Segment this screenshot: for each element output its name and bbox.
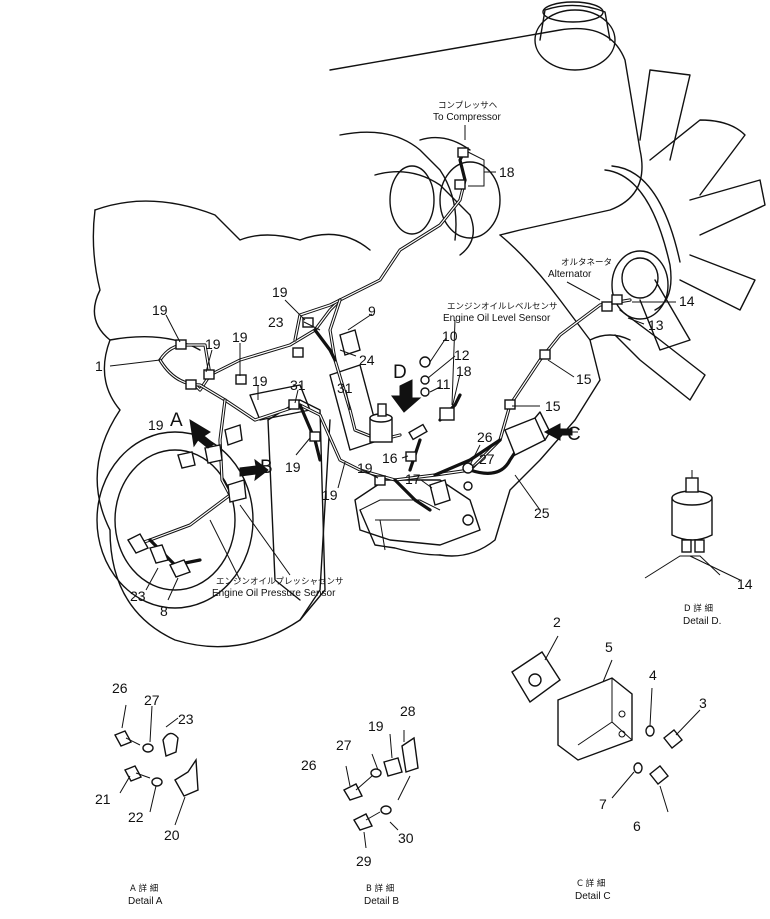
callout-26: 26 bbox=[477, 429, 493, 445]
callout-19: 19 bbox=[322, 487, 338, 503]
callout-14: 14 bbox=[679, 293, 695, 309]
detail-b-title-jp: B 詳 細 bbox=[366, 883, 394, 894]
detail-c-drawing bbox=[511, 635, 701, 813]
callout-17: 17 bbox=[405, 471, 421, 487]
callout-15: 15 bbox=[545, 398, 561, 414]
leader-lines bbox=[109, 125, 676, 601]
level-sensor-label-jp: エンジンオイルレベルセンサ bbox=[447, 302, 558, 312]
callout-11: 11 bbox=[436, 376, 451, 392]
callout-6: 6 bbox=[633, 818, 641, 834]
callout-numbers: 1 19 19 19 19 19 31 19 23 19 9 24 31 19 … bbox=[95, 164, 753, 869]
callout-1: 1 bbox=[95, 358, 103, 374]
detail-b-title-en: Detail B bbox=[364, 896, 399, 907]
callout-19: 19 bbox=[232, 329, 248, 345]
callout-23: 23 bbox=[178, 711, 194, 727]
callout-26: 26 bbox=[301, 757, 317, 773]
components bbox=[127, 147, 623, 578]
callout-27: 27 bbox=[479, 451, 495, 467]
callout-21: 21 bbox=[95, 791, 111, 807]
alternator-label-jp: オルタネータ bbox=[561, 258, 612, 268]
detail-c-title-en: Detail C bbox=[575, 891, 611, 902]
callout-27: 27 bbox=[336, 737, 352, 753]
detail-a-title-jp: A 詳 細 bbox=[130, 883, 158, 894]
detail-d-title-en: Detail D. bbox=[683, 616, 721, 627]
callout-15: 15 bbox=[576, 371, 592, 387]
callout-19: 19 bbox=[205, 336, 221, 352]
pressure-sensor-label-jp: エンジンオイルプレッシャセンサ bbox=[216, 577, 344, 587]
callout-23: 23 bbox=[268, 314, 284, 330]
callout-4: 4 bbox=[649, 667, 657, 683]
callout-29: 29 bbox=[356, 853, 372, 869]
callout-10: 10 bbox=[442, 328, 458, 344]
alternator-label-en: Alternator bbox=[548, 269, 592, 280]
compressor-label-jp: コンプレッサヘ bbox=[438, 101, 498, 111]
callout-25: 25 bbox=[534, 505, 550, 521]
callout-28: 28 bbox=[400, 703, 416, 719]
callout-30: 30 bbox=[398, 830, 414, 846]
annotation-labels: コンプレッサヘ To Compressor オルタネータ Alternator … bbox=[128, 101, 721, 907]
detail-d-title-jp: D 詳 細 bbox=[684, 603, 713, 614]
callout-22: 22 bbox=[128, 809, 144, 825]
pressure-sensor-label-en: Engine Oil Pressure Sensor bbox=[212, 588, 336, 599]
callout-19: 19 bbox=[285, 459, 301, 475]
compressor-label-en: To Compressor bbox=[433, 112, 501, 123]
detail-a-title-en: Detail A bbox=[128, 896, 163, 907]
engine-outline bbox=[92, 1, 766, 648]
callout-14: 14 bbox=[737, 576, 753, 592]
callout-19: 19 bbox=[152, 302, 168, 318]
callout-19: 19 bbox=[272, 284, 288, 300]
callout-8: 8 bbox=[160, 603, 168, 619]
callout-19: 19 bbox=[368, 718, 384, 734]
callout-20: 20 bbox=[164, 827, 180, 843]
callout-24: 24 bbox=[359, 352, 375, 368]
detail-letter-c: C bbox=[567, 424, 581, 445]
callout-2: 2 bbox=[553, 614, 561, 630]
callout-23: 23 bbox=[130, 588, 146, 604]
detail-a-drawing bbox=[114, 704, 199, 826]
callout-26: 26 bbox=[112, 680, 128, 696]
callout-27: 27 bbox=[144, 692, 160, 708]
detail-letter-a: A bbox=[170, 410, 183, 431]
callout-5: 5 bbox=[605, 639, 613, 655]
callout-19: 19 bbox=[252, 373, 268, 389]
detail-letter-b: B bbox=[260, 457, 273, 478]
callout-18: 18 bbox=[499, 164, 515, 180]
callout-18: 18 bbox=[456, 363, 472, 379]
callout-7: 7 bbox=[599, 796, 607, 812]
detail-b-drawing bbox=[343, 730, 419, 849]
callout-31: 31 bbox=[290, 377, 306, 393]
detail-c-title-jp: C 詳 細 bbox=[577, 878, 605, 889]
callout-19: 19 bbox=[148, 417, 164, 433]
detail-d-drawing bbox=[644, 470, 741, 581]
callout-12: 12 bbox=[454, 347, 470, 363]
callout-16: 16 bbox=[382, 450, 398, 466]
detail-letter-d: D bbox=[393, 362, 407, 383]
callout-3: 3 bbox=[699, 695, 707, 711]
callout-19: 19 bbox=[357, 460, 373, 476]
callout-9: 9 bbox=[368, 303, 376, 319]
callout-13: 13 bbox=[648, 317, 664, 333]
callout-31: 31 bbox=[337, 380, 353, 396]
level-sensor-label-en: Engine Oil Level Sensor bbox=[443, 313, 551, 324]
